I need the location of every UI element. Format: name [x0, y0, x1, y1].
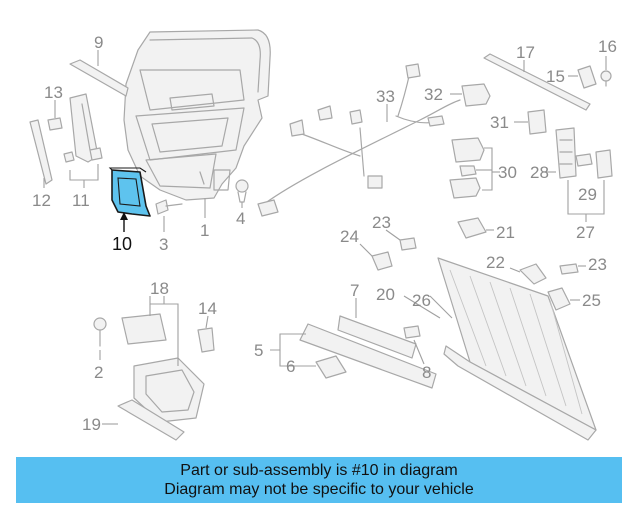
- label-16: 16: [598, 37, 617, 56]
- bezel-19: [117, 399, 185, 441]
- part-10-highlighted: [108, 167, 151, 217]
- roller-sunshade: [437, 257, 597, 441]
- pocket-21: [457, 217, 487, 239]
- trim-strip: [69, 59, 129, 97]
- cap-16: [600, 70, 612, 87]
- label-25: 25: [582, 291, 601, 310]
- label-6: 6: [286, 357, 295, 376]
- label-9: 9: [94, 33, 103, 52]
- label-4: 4: [236, 209, 245, 228]
- bracket-24: [371, 251, 393, 271]
- sill-trim-7: [337, 315, 417, 359]
- label-28: 28: [530, 163, 549, 182]
- wiring-harness: [257, 63, 461, 217]
- label-13: 13: [44, 83, 63, 102]
- bolt-2: [93, 317, 107, 347]
- label-23b: 23: [588, 255, 607, 274]
- label-18: 18: [150, 279, 169, 298]
- label-7: 7: [350, 281, 359, 300]
- clip-23: [399, 237, 417, 251]
- switch-31: [527, 109, 547, 135]
- door-clip: [235, 179, 249, 203]
- label-31: 31: [490, 113, 509, 132]
- label-12: 12: [32, 191, 51, 210]
- label-22: 22: [486, 253, 505, 272]
- grab-handle: [29, 119, 53, 185]
- label-32: 32: [424, 85, 443, 104]
- label-15: 15: [546, 67, 565, 86]
- part-labels: 9 13 12 11 10 3 1 4 33 32 31 17 15 16 30…: [32, 33, 617, 434]
- label-29: 29: [578, 185, 597, 204]
- label-3: 3: [159, 235, 168, 254]
- label-5: 5: [254, 341, 263, 360]
- label-19: 19: [82, 415, 101, 434]
- info-banner: Part or sub-assembly is #10 in diagram D…: [16, 457, 622, 503]
- label-11: 11: [72, 191, 90, 210]
- bracket-25: [547, 287, 571, 311]
- cover-14: [197, 327, 215, 353]
- door-trim-panel: [123, 29, 271, 201]
- label-10: 10: [112, 234, 132, 254]
- switch-32: [461, 83, 491, 107]
- parts-diagram: 9 13 12 11 10 3 1 4 33 32 31 17 15 16 30…: [29, 29, 617, 441]
- label-33: 33: [376, 87, 395, 106]
- banner-line-2: Diagram may not be specific to your vehi…: [164, 481, 474, 498]
- seal-strip: [483, 53, 591, 111]
- label-26: 26: [412, 291, 431, 310]
- label-2: 2: [94, 363, 103, 382]
- switch-panel: [449, 137, 485, 199]
- screw: [155, 199, 183, 215]
- label-21: 21: [496, 223, 515, 242]
- bracket-6: [315, 355, 347, 379]
- latch-parts: [555, 127, 613, 179]
- label-8: 8: [422, 363, 431, 382]
- label-1: 1: [200, 221, 209, 240]
- label-17: 17: [516, 43, 535, 62]
- handle-22: [519, 263, 547, 285]
- clip-8: [403, 325, 421, 339]
- label-20: 20: [376, 285, 395, 304]
- label-27: 27: [576, 223, 595, 242]
- banner-line-1: Part or sub-assembly is #10 in diagram: [180, 462, 458, 479]
- label-14: 14: [198, 299, 217, 318]
- pillar-trim: [577, 65, 597, 89]
- label-23a: 23: [372, 213, 391, 232]
- clip-23b: [559, 263, 579, 275]
- label-24: 24: [340, 227, 359, 246]
- sill-trim-5: [299, 323, 437, 389]
- label-30: 30: [498, 163, 517, 182]
